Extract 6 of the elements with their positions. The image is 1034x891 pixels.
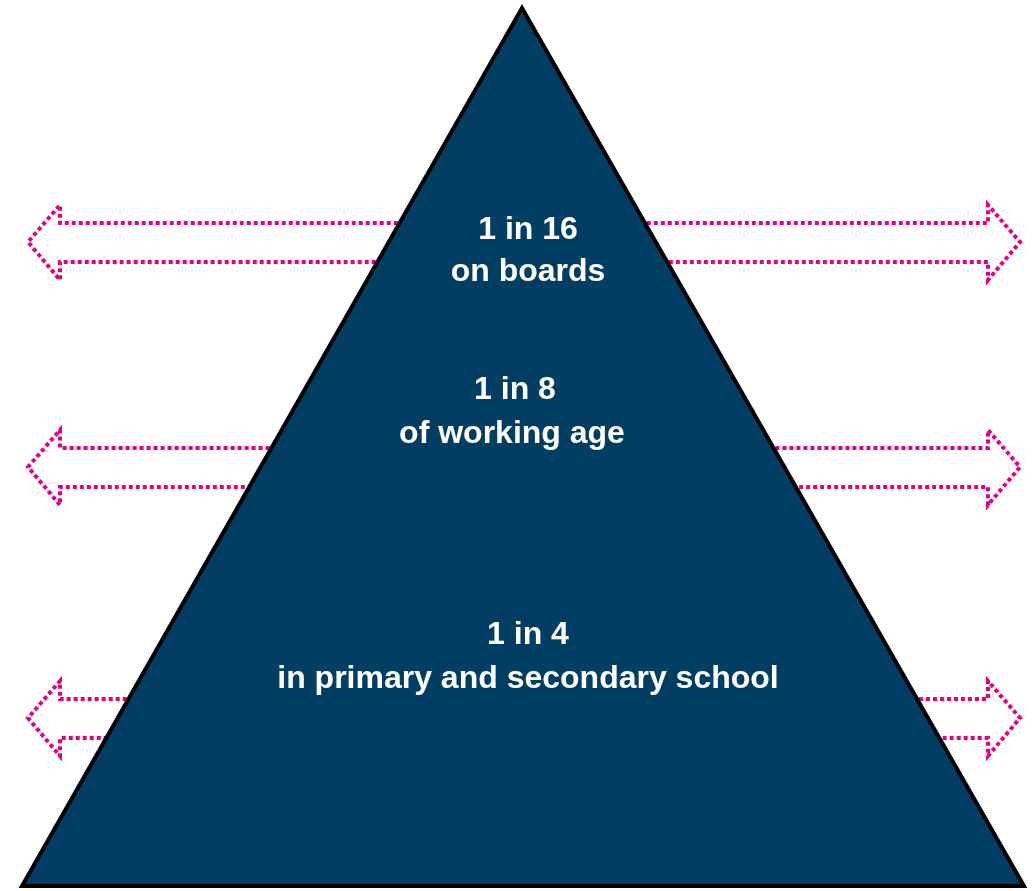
ratio-text: 1 in 4 [487,615,569,651]
group-text: of working age [399,414,625,450]
ratio-text: 1 in 16 [478,210,578,246]
group-text: in primary and secondary school [277,659,779,695]
group-text: on boards [450,252,606,288]
ratio-text: 1 in 8 [474,370,556,406]
